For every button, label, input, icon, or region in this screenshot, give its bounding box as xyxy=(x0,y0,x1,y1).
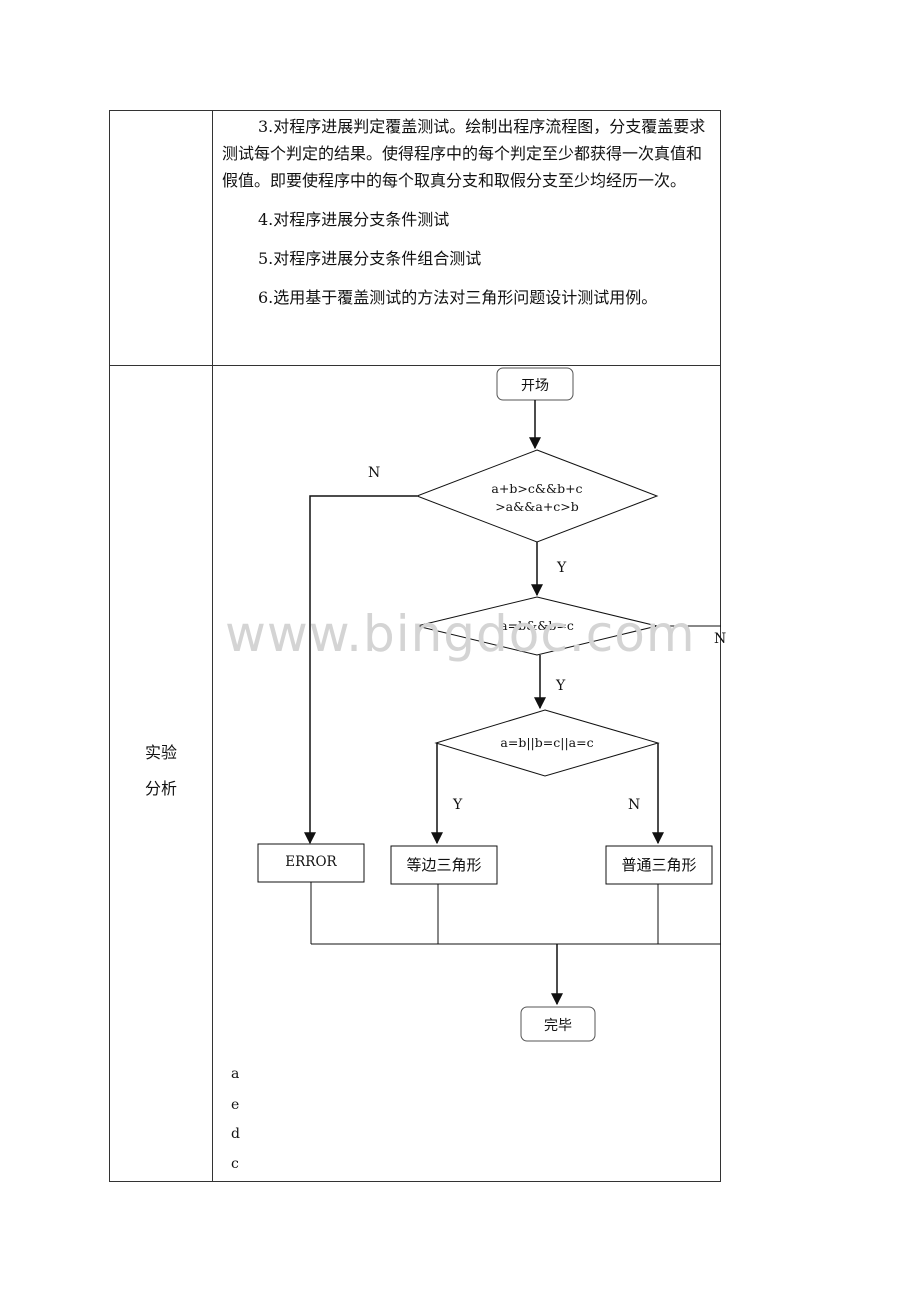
connector xyxy=(304,495,417,845)
label-y: Y xyxy=(556,560,567,576)
decision2-text: a=b&&b=c xyxy=(500,618,574,633)
table-row-divider xyxy=(110,365,720,366)
letter-item: c xyxy=(231,1156,239,1172)
decision1-text-line2: >a&&a+c>b xyxy=(495,499,579,514)
end-label: 完毕 xyxy=(544,1018,572,1034)
section-label-line2: 分析 xyxy=(144,779,177,798)
label-y: Y xyxy=(452,797,463,813)
label-y: Y xyxy=(555,678,566,694)
error-box xyxy=(257,843,365,883)
decision3-text: a=b||b=c||a=c xyxy=(500,735,593,750)
error-label: ERROR xyxy=(285,854,337,870)
requirement-5: 5.对程序进展分支条件组合测试 xyxy=(258,249,482,268)
decision-isosceles xyxy=(434,709,660,777)
letter-item: d xyxy=(231,1126,240,1142)
label-n: N xyxy=(368,465,380,481)
letter-item: a xyxy=(231,1066,240,1082)
requirement-3: 3.对程序进展判定覆盖测试。绘制出程序流程图，分支覆盖要求测试每个判定的结果。使… xyxy=(222,117,706,190)
equilateral-box xyxy=(390,845,498,885)
decision1-text-line1: a+b>c&&b+c xyxy=(491,481,582,496)
section-label-line1: 实验 xyxy=(144,743,177,762)
equilateral-label: 等边三角形 xyxy=(406,856,481,874)
report-table: 3.对程序进展判定覆盖测试。绘制出程序流程图，分支覆盖要求测试每个判定的结果。使… xyxy=(109,110,721,1182)
requirements-cell: 3.对程序进展判定覆盖测试。绘制出程序流程图，分支覆盖要求测试每个判定的结果。使… xyxy=(222,111,712,311)
requirement-4: 4.对程序进展分支条件测试 xyxy=(258,210,450,229)
watermark-text: www.bingdoc.com xyxy=(225,605,696,663)
ordinary-label: 普通三角形 xyxy=(621,856,696,874)
table-column-divider xyxy=(212,111,213,1181)
end-node xyxy=(520,1006,596,1042)
start-label: 开场 xyxy=(521,378,549,394)
requirement-6: 6.选用基于覆盖测试的方法对三角形问题设计测试用例。 xyxy=(258,288,658,307)
label-n: N xyxy=(628,797,640,813)
ordinary-box xyxy=(605,845,713,885)
letter-item: e xyxy=(231,1097,240,1113)
decision-triangle-validity xyxy=(415,449,659,543)
decision-equilateral xyxy=(416,596,658,656)
label-n: N xyxy=(714,631,726,647)
